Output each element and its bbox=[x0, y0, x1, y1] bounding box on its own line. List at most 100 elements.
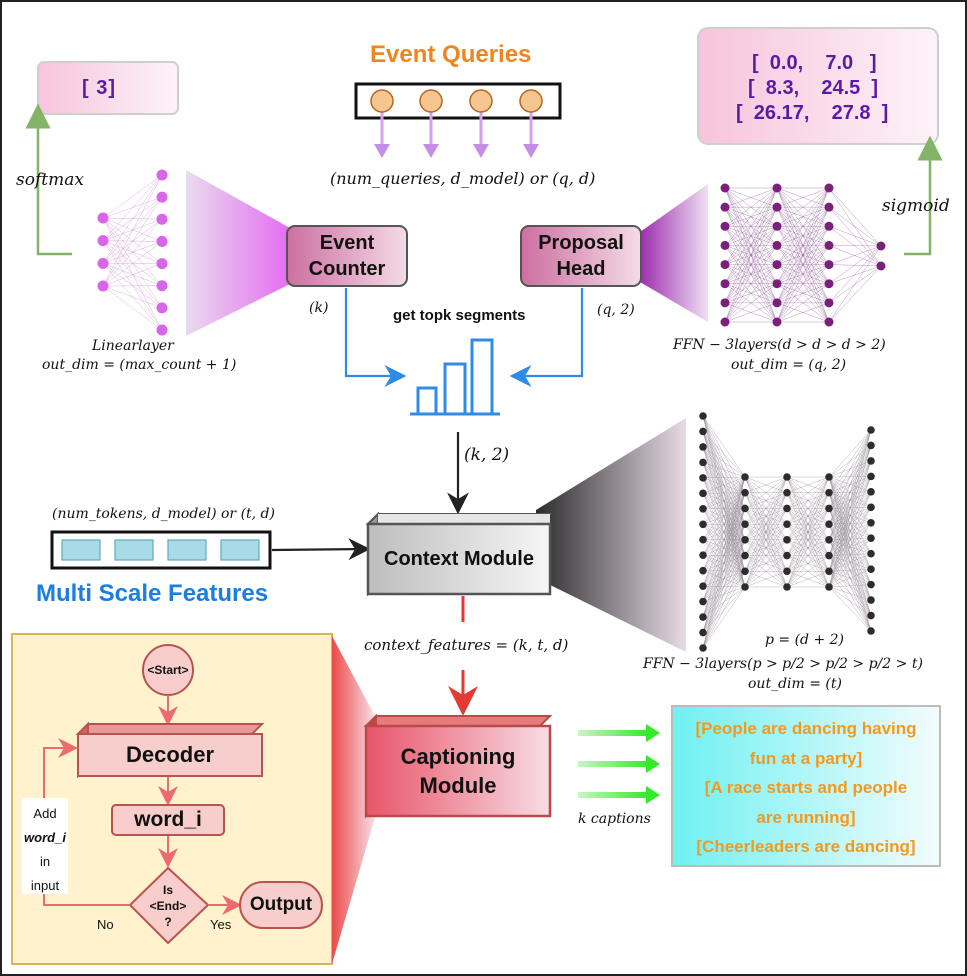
feature-cell bbox=[61, 539, 101, 561]
ffn1-label: FFN − 3layers(d > d > d > 2) bbox=[673, 337, 886, 353]
network-node bbox=[772, 183, 782, 193]
flowchart-shapes bbox=[22, 644, 323, 945]
network-node bbox=[772, 260, 782, 270]
word-i-label: word_i bbox=[134, 808, 202, 831]
q2-label: (q, 2) bbox=[597, 302, 635, 318]
network-node bbox=[867, 627, 875, 635]
network-node bbox=[97, 257, 109, 269]
topk-label: get topk segments bbox=[393, 307, 526, 324]
network-node bbox=[825, 520, 833, 528]
network-node bbox=[699, 582, 707, 590]
network-node bbox=[772, 221, 782, 231]
network-node bbox=[824, 221, 834, 231]
start-label: <Start> bbox=[147, 663, 189, 677]
caption-line: are running] bbox=[756, 807, 856, 827]
ffn1-funnel bbox=[640, 184, 708, 322]
network-node bbox=[824, 240, 834, 250]
network-node bbox=[825, 583, 833, 591]
query-arrowhead bbox=[423, 144, 439, 158]
network-node bbox=[699, 474, 707, 482]
network-node bbox=[825, 567, 833, 576]
network-node bbox=[783, 536, 791, 544]
feature-cell bbox=[167, 539, 207, 561]
network-node bbox=[783, 551, 791, 560]
add-line-3: in bbox=[39, 854, 51, 869]
caption-line: fun at a party] bbox=[749, 748, 863, 768]
context-module-box bbox=[365, 511, 553, 597]
network-node bbox=[699, 458, 707, 467]
caption-arrows bbox=[578, 724, 660, 804]
network-node bbox=[699, 551, 707, 559]
word-node bbox=[111, 804, 225, 836]
network-node bbox=[720, 260, 730, 270]
is-end-node bbox=[128, 866, 210, 945]
network-node bbox=[741, 504, 749, 513]
network-node bbox=[876, 261, 886, 271]
network-node bbox=[824, 202, 834, 212]
network-node bbox=[741, 583, 749, 591]
proposal-head-box bbox=[520, 225, 642, 287]
network-node bbox=[699, 613, 707, 621]
proposal-output-row-1: [ 0.0, 7.0 ] bbox=[752, 52, 877, 74]
query-nodes bbox=[370, 89, 543, 158]
query-node bbox=[370, 89, 394, 113]
network-node bbox=[699, 644, 707, 652]
network-node bbox=[699, 427, 707, 436]
event-counter-box bbox=[286, 225, 408, 287]
context-features-label: context_features = (k, t, d) bbox=[364, 636, 569, 654]
k-label: (k) bbox=[309, 300, 329, 316]
is-end-line-3: ? bbox=[164, 915, 172, 929]
network-node bbox=[97, 235, 109, 247]
network-node bbox=[720, 240, 730, 250]
output-label: Output bbox=[249, 894, 313, 915]
proposal-output-box bbox=[697, 27, 939, 145]
query-node bbox=[469, 89, 493, 113]
count-output-box bbox=[37, 61, 179, 115]
feature-cells bbox=[61, 539, 260, 561]
query-arrowhead bbox=[523, 144, 539, 158]
query-node bbox=[419, 89, 443, 113]
no-label: No bbox=[97, 917, 114, 932]
network-node bbox=[720, 279, 730, 289]
network-node bbox=[699, 412, 707, 420]
is-end-line-1: Is bbox=[162, 883, 173, 897]
proposal-output-row-2: [ 8.3, 24.5 ] bbox=[748, 77, 879, 99]
network-node bbox=[720, 202, 730, 212]
count-output-text: [ 3] bbox=[82, 77, 116, 99]
linear-layer-network bbox=[97, 169, 168, 336]
network-node bbox=[741, 536, 749, 544]
network-node bbox=[741, 567, 749, 576]
network-node bbox=[867, 426, 875, 434]
network-node bbox=[825, 473, 833, 481]
network-node bbox=[824, 183, 834, 193]
network-node bbox=[824, 279, 834, 289]
network-node bbox=[783, 583, 791, 591]
caption-line: [A race starts and people bbox=[704, 778, 908, 797]
network-node bbox=[741, 520, 749, 528]
add-word-label: Add word_i in input bbox=[22, 802, 68, 898]
network-node bbox=[699, 489, 707, 498]
query-node bbox=[519, 89, 543, 113]
network-node bbox=[825, 504, 833, 513]
network-node bbox=[867, 549, 875, 558]
context-module-label: Context Module bbox=[384, 547, 534, 570]
network-node bbox=[156, 191, 168, 203]
query-arrowhead bbox=[374, 144, 390, 158]
ffn1-network bbox=[720, 183, 886, 327]
add-line-2: word_i bbox=[24, 830, 66, 845]
network-node bbox=[699, 443, 707, 451]
k-captions-label: k captions bbox=[578, 811, 651, 827]
event-counter-label: Event Counter bbox=[287, 226, 407, 286]
network-node bbox=[156, 302, 168, 314]
ffn2-outdim: out_dim = (t) bbox=[748, 676, 842, 692]
proposal-head-line-1: Proposal bbox=[538, 232, 624, 254]
sigmoid-arrow bbox=[904, 135, 943, 256]
network-node bbox=[876, 241, 886, 251]
captioning-module-label: Captioning Module bbox=[366, 726, 550, 816]
add-line-4: input bbox=[30, 878, 60, 893]
linear-layer-funnel bbox=[186, 170, 290, 336]
decoder-node bbox=[77, 733, 263, 777]
network-node bbox=[867, 472, 875, 481]
